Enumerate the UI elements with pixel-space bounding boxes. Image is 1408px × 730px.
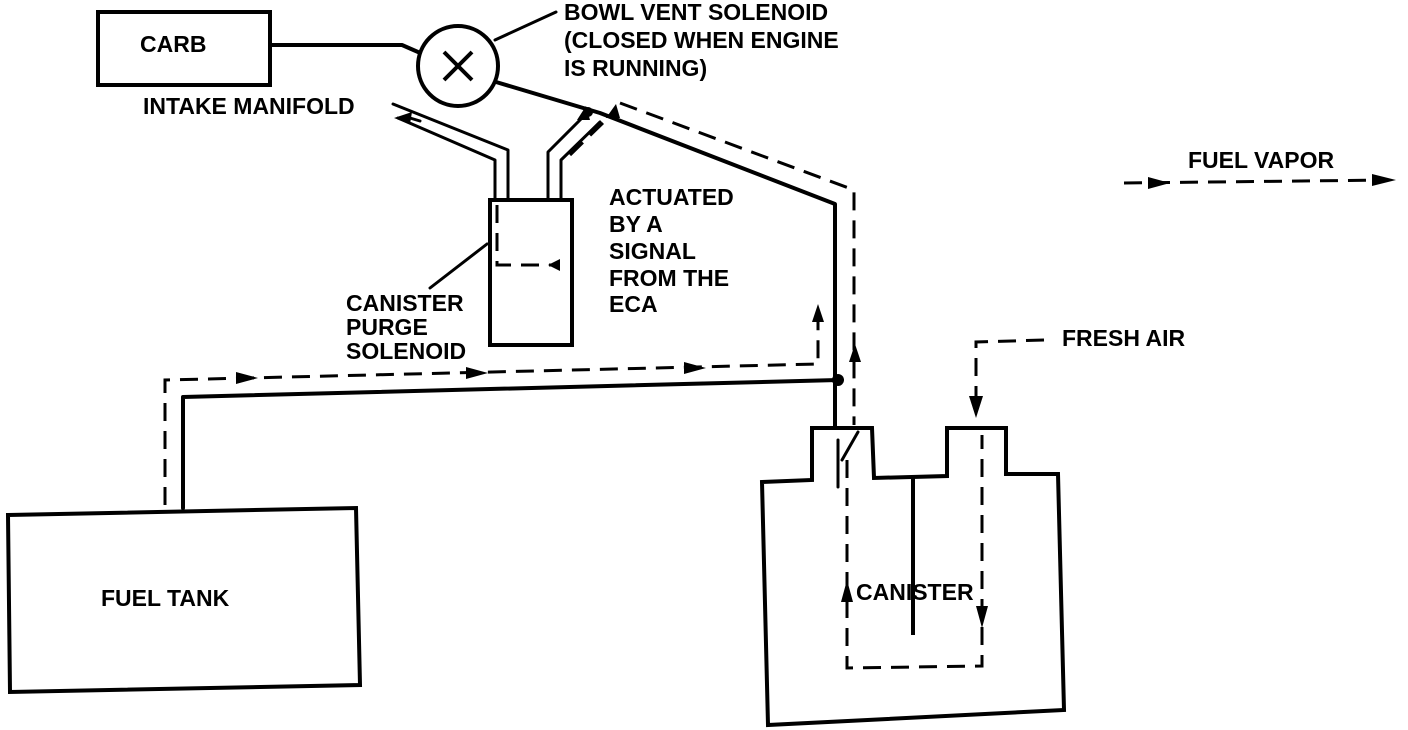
vent-flow-arrow-icon	[606, 104, 620, 118]
intake-tube-inner	[396, 116, 497, 202]
canister-down-arrow-icon	[976, 606, 988, 628]
purge-solenoid-leader-line	[428, 242, 489, 290]
canister-inner-vapor-dash	[845, 435, 984, 670]
purge-tube-inner	[559, 120, 602, 202]
canister-purge-solenoid-box	[488, 198, 574, 347]
purge-solenoid-label-2: PURGE	[346, 314, 428, 340]
bowl-vent-to-canister-line	[494, 80, 837, 430]
fuel-vapor-legend-label: FUEL VAPOR	[1188, 147, 1334, 173]
tank-vapor-arrow-icon-3	[684, 362, 706, 374]
intake-flow-arrow-tail	[408, 116, 422, 123]
intake-tube-outer	[391, 102, 510, 202]
tank-vapor-arrow-icon-1	[236, 372, 258, 384]
fuel-vapor-legend-arrow-icon-1	[1148, 177, 1170, 189]
purge-solenoid-inner-dash	[495, 205, 560, 267]
tank-to-canister-line	[181, 378, 840, 510]
carb-box	[96, 10, 272, 87]
carb-label: CARB	[140, 31, 206, 57]
bowl-vent-solenoid-symbol	[416, 24, 500, 108]
fuel-vapor-legend-arrow-icon-2	[1372, 174, 1396, 186]
canister-inlet-up-arrow-icon	[849, 344, 861, 362]
purge-tube-dash	[568, 116, 610, 157]
actuated-label-2: BY A	[609, 211, 663, 237]
actuated-label-4: FROM THE	[609, 265, 729, 291]
purge-solenoid-label-3: SOLENOID	[346, 338, 466, 364]
junction-dot-lower	[832, 374, 844, 386]
tank-vapor-up-arrow-icon	[812, 304, 824, 322]
fresh-air-label: FRESH AIR	[1062, 325, 1185, 351]
canister-inlet-slash	[840, 430, 860, 462]
intake-flow-arrow-icon	[394, 112, 412, 124]
intake-manifold-label: INTAKE MANIFOLD	[143, 93, 355, 119]
purge-solenoid-arrow-icon	[548, 259, 560, 271]
fresh-air-arrow-icon	[969, 396, 983, 418]
bowl-vent-label-2: (CLOSED WHEN ENGINE	[564, 27, 839, 53]
actuated-label-5: ECA	[609, 291, 658, 317]
fuel-tank-box	[5, 505, 363, 695]
actuated-label-3: SIGNAL	[609, 238, 696, 264]
bowl-vent-label-3: IS RUNNING)	[564, 55, 707, 81]
canister-up-arrow-icon	[841, 580, 853, 602]
fresh-air-dash	[974, 338, 1045, 400]
actuated-label-1: ACTUATED	[609, 184, 734, 210]
tank-vapor-dash	[163, 310, 820, 505]
fuel-vapor-legend-dash	[1123, 178, 1391, 185]
canister-label: CANISTER	[856, 579, 974, 605]
bowl-vent-leader-line	[493, 10, 558, 42]
purge-solenoid-label-1: CANISTER	[346, 290, 464, 316]
purge-tube-outer	[546, 110, 590, 202]
fuel-tank-label: FUEL TANK	[101, 585, 230, 611]
bowl-vent-label-1: BOWL VENT SOLENOID	[564, 0, 828, 25]
bowl-vent-vapor-dash	[619, 101, 856, 425]
carb-to-bowl-vent-line	[268, 43, 420, 54]
tank-vapor-arrow-icon-2	[466, 367, 488, 379]
purge-flow-arrow-icon	[577, 106, 590, 120]
